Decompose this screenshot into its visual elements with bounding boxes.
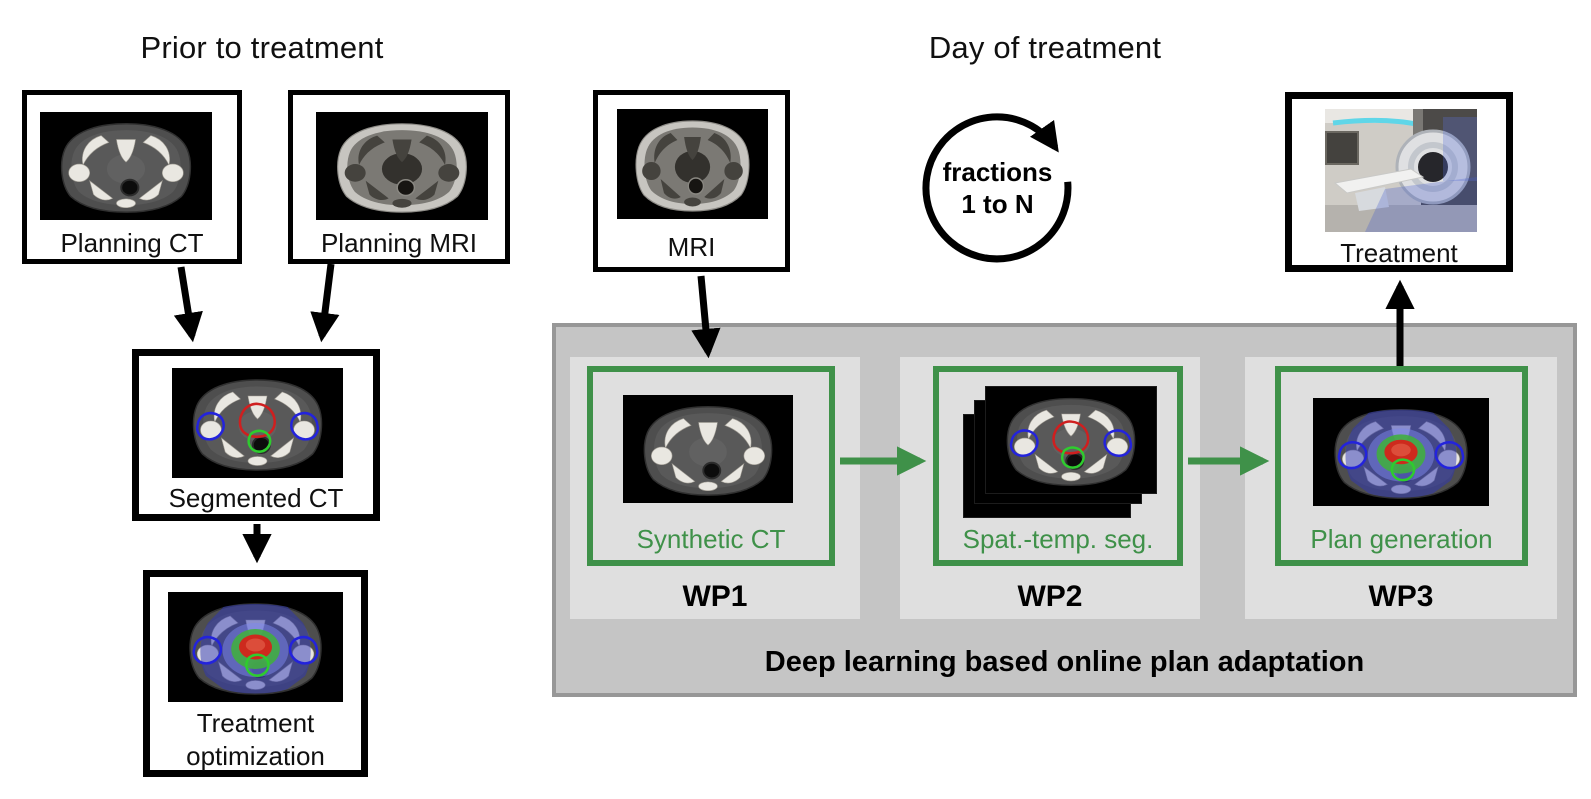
treatment-optimization-scan-image (168, 592, 343, 702)
day-section-title: Day of treatment (928, 30, 1162, 65)
treatment-optimization-box: Treatment optimization (143, 570, 368, 777)
panel-title: Deep learning based online plan adaptati… (764, 646, 1365, 678)
segmentation-stack-image (963, 386, 1163, 524)
wp2-tag: WP2 (1017, 580, 1083, 613)
segmented-ct-scan-image (172, 368, 343, 478)
wp2-step-label: Spat.-temp. seg. (962, 524, 1154, 554)
fractions-loop-line2: 1 to N (961, 188, 1034, 219)
prior-section-title: Prior to treatment (140, 30, 384, 65)
segmented-slice-scan-image (986, 387, 1156, 493)
segmented-ct-box: Segmented CT (132, 349, 380, 521)
planning-ct-scan-image (40, 112, 212, 220)
mri-label: MRI (667, 232, 716, 262)
stack-frame-front (985, 386, 1157, 494)
mri-box: MRI (593, 90, 790, 272)
planning-ct-label: Planning CT (60, 228, 204, 258)
treatment-optimization-label: Treatment optimization (186, 708, 325, 772)
treatment-label: Treatment (1340, 238, 1458, 268)
mr-linac-photo (1325, 109, 1477, 232)
mri-scan-image (617, 109, 768, 219)
synthetic-ct-scan-image (623, 395, 793, 503)
wp3-tag: WP3 (1368, 580, 1434, 613)
wp1-green-box: Synthetic CT (587, 366, 835, 566)
treatment-box: Treatment (1285, 92, 1513, 272)
wp3-step-label: Plan generation (1310, 524, 1493, 554)
wp1-tag: WP1 (682, 580, 748, 613)
wp2-green-box: Spat.-temp. seg. (933, 366, 1183, 566)
fractions-loop-label: fractions 1 to N (910, 157, 1085, 220)
planning-mri-scan-image (316, 112, 488, 220)
wp3-green-box: Plan generation (1275, 366, 1528, 566)
arrow-planning-ct-to-segmented (173, 266, 203, 343)
wp1-step-label: Synthetic CT (636, 524, 786, 554)
fractions-loop-line1: fractions (942, 157, 1053, 187)
planning-ct-box: Planning CT (22, 90, 242, 264)
arrow-planning-mri-to-segmented (310, 263, 340, 343)
segmented-ct-label: Segmented CT (168, 483, 344, 513)
plan-generation-scan-image (1313, 398, 1489, 506)
planning-mri-box: Planning MRI (288, 90, 510, 264)
planning-mri-label: Planning MRI (320, 228, 478, 258)
